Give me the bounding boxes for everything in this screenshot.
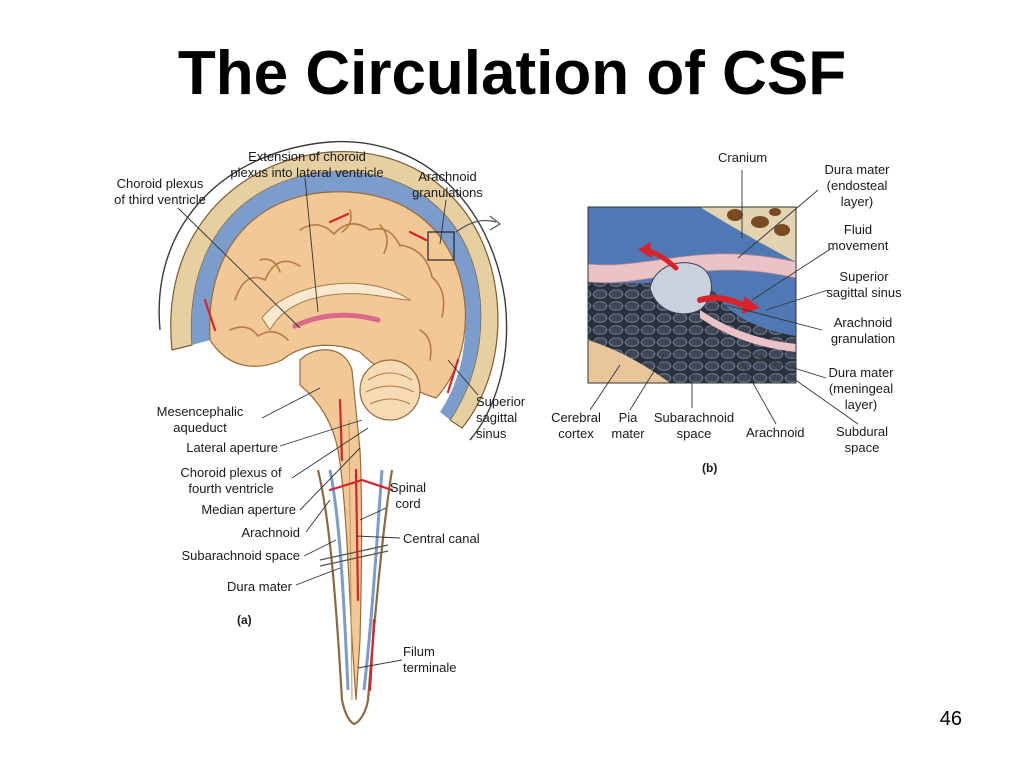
label-lateral-aperture: Lateral aperture (186, 440, 278, 455)
label-filum-terminale: Filum terminale (403, 644, 457, 675)
central-canal (348, 419, 353, 701)
label-arachnoid-granulation-b: Arachnoid granulation (830, 315, 896, 346)
label-subarachnoid-space-a: Subarachnoid space (181, 548, 300, 563)
label-mesencephalic-aqueduct: Mesencephalic aqueduct (156, 404, 244, 435)
label-cranium: Cranium (718, 150, 768, 165)
slide-title: The Circulation of CSF (177, 39, 847, 108)
caption-panel-a: (a) (237, 613, 252, 627)
label-median-aperture: Median aperture (201, 502, 296, 517)
subarachnoid-csf (191, 171, 481, 420)
label-dura-mater-endosteal: Dura mater (endosteal layer) (824, 162, 890, 209)
panel-b-illustration (588, 207, 796, 383)
label-central-canal: Central canal (403, 531, 480, 546)
caption-panel-b: (b) (702, 461, 718, 475)
panel-a-illustration (158, 140, 508, 726)
choroid-plexus-lateral (292, 312, 381, 329)
label-subarachnoid-space-b: Subarachnoid space (653, 410, 735, 441)
label-arachnoid-b: Arachnoid (746, 425, 805, 440)
label-dura-mater-a: Dura mater (226, 579, 292, 594)
label-fluid-movement: Fluid movement (827, 222, 889, 253)
label-arachnoid-granulations: Arachnoid granulations (412, 169, 483, 200)
page-number: 46 (939, 708, 962, 730)
label-superior-sagittal-sinus-b: Superior sagittal sinus (826, 269, 902, 300)
leader-lines (177, 170, 859, 669)
label-choroid-plexus-third-ventricle: Choroid plexus of third ventricle (114, 176, 206, 207)
label-extension-choroid-plexus: Extension of choroid plexus into lateral… (230, 149, 384, 180)
brainstem-spinal-cord (299, 349, 363, 701)
label-pia-mater: Pia mater (611, 410, 645, 441)
label-spinal-cord: Spinal cord (389, 480, 427, 511)
label-dura-mater-meningeal: Dura mater (meningeal layer) (828, 365, 894, 412)
inset-box-marker (427, 231, 455, 261)
cerebellum (359, 359, 421, 421)
label-choroid-plexus-fourth-ventricle: Choroid plexus of fourth ventricle (180, 465, 282, 496)
label-superior-sagittal-sinus-a: Superior sagittal sinus (476, 394, 526, 441)
label-subdural-space: Subdural space (835, 424, 889, 455)
label-arachnoid-a: Arachnoid (241, 525, 300, 540)
scalp-outline (158, 140, 508, 441)
label-cerebral-cortex: Cerebral cortex (551, 410, 601, 441)
